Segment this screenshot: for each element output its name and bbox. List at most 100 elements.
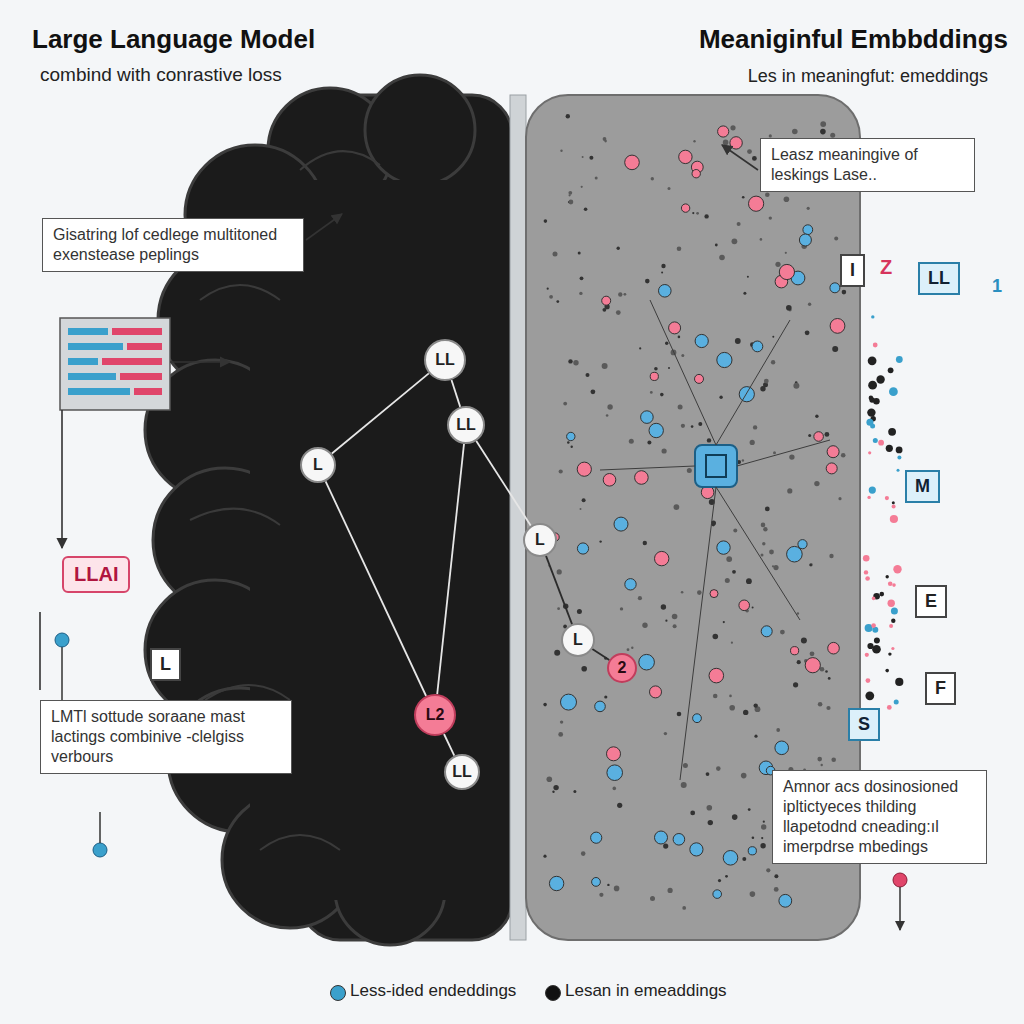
embedding-dot <box>826 706 830 710</box>
spray-dot <box>865 576 870 581</box>
legend-text: Less-ided endeddings <box>350 981 516 1001</box>
embedding-dot <box>726 556 732 562</box>
embedding-dot <box>560 150 562 152</box>
embedding-dot <box>614 886 620 892</box>
embedding-dot <box>827 446 839 458</box>
spray-dot <box>888 582 893 587</box>
embedding-dot <box>748 847 756 855</box>
embedding-dot <box>779 894 792 907</box>
bars-panel <box>60 318 170 410</box>
embedding-dot <box>747 149 752 154</box>
embedding-dot <box>602 363 608 369</box>
embedding-dot <box>732 238 738 244</box>
embedding-dot <box>725 578 730 583</box>
spray-dot <box>864 570 868 574</box>
embedding-dot <box>655 831 668 844</box>
node-text: LMTl sottude soraane mast lactings combi… <box>51 707 281 767</box>
embedding-dot <box>581 666 587 672</box>
embedding-dot <box>739 387 754 402</box>
embedding-dot <box>838 497 841 500</box>
embedding-dot <box>817 757 822 762</box>
embedding-dot <box>760 386 765 391</box>
embedding-dot <box>810 651 815 656</box>
embedding-dot <box>618 292 622 296</box>
embedding-dot <box>761 554 764 557</box>
embedding-dot <box>742 857 746 861</box>
embedding-dot <box>582 498 586 502</box>
embedding-dot <box>809 564 812 567</box>
embedding-dot <box>808 434 811 437</box>
embedding-dot <box>808 303 811 306</box>
embedding-dot <box>764 379 769 384</box>
embedding-dot <box>683 763 688 768</box>
embedding-dot <box>793 682 798 687</box>
spray-dot <box>886 445 893 452</box>
embedding-dot <box>739 600 750 611</box>
node-text: S <box>858 714 870 735</box>
embedding-dot <box>696 212 699 215</box>
embedding-dot <box>752 156 757 161</box>
spray-dot <box>885 669 889 673</box>
embedding-dot <box>766 868 770 872</box>
embedding-dot <box>582 156 584 158</box>
embedding-dot <box>649 423 663 437</box>
embedding-dot <box>792 129 798 135</box>
diagram-title: Large Language Model <box>32 24 315 55</box>
embedding-dot <box>743 292 746 295</box>
spray-dot <box>873 438 878 443</box>
spray-dot <box>885 496 889 500</box>
embedding-dot <box>776 728 780 732</box>
embedding-dot <box>584 207 588 211</box>
spray-dot <box>897 469 900 472</box>
node-text: M <box>915 476 930 497</box>
embedding-dot <box>752 837 755 840</box>
token-box: M <box>905 470 940 503</box>
spray-dot <box>863 555 870 562</box>
token-box: LL <box>918 262 960 295</box>
spray-dot <box>880 592 885 597</box>
embedding-dot <box>719 396 722 399</box>
embedding-dot <box>581 851 586 856</box>
embedding-dot <box>772 336 774 338</box>
embedding-dot <box>592 878 601 887</box>
embedding-dot <box>761 837 763 839</box>
embedding-dot <box>698 422 702 426</box>
embedding-dot <box>566 114 570 118</box>
center-icon-inner <box>706 455 726 477</box>
embedding-dot <box>677 712 682 717</box>
embedding-dot <box>681 204 689 212</box>
spray-dot <box>870 424 875 429</box>
embedding-dot <box>681 591 684 594</box>
center-icon <box>695 445 737 487</box>
embedding-dot <box>557 569 562 574</box>
spray-dot <box>888 428 896 436</box>
embedding-dot <box>784 196 790 202</box>
embedding-dot <box>543 855 546 858</box>
connector <box>437 444 464 694</box>
token-box: L <box>150 648 181 681</box>
embedding-dot <box>547 776 553 782</box>
embedding-dot <box>620 607 623 610</box>
legend-text: Lesan in emeaddings <box>565 981 727 1001</box>
embedding-dot <box>607 404 612 409</box>
node-text: E <box>925 591 937 612</box>
embedding-dot <box>731 642 733 644</box>
embedding-dot <box>663 844 668 849</box>
embedding-dot <box>829 554 833 558</box>
embedding-dot <box>553 252 558 257</box>
node-text: L2 <box>426 706 445 724</box>
embedding-dot <box>737 222 741 226</box>
connector <box>332 373 429 453</box>
embedding-dot <box>559 469 563 473</box>
spray-dot <box>865 653 869 657</box>
embedding-dot <box>586 373 590 377</box>
embedding-dot <box>760 238 763 241</box>
embedding-dot <box>761 523 766 528</box>
embedding-dot <box>690 811 695 816</box>
spray-dot <box>891 647 894 650</box>
spray-dot <box>873 343 878 348</box>
embedding-dot <box>761 824 766 829</box>
embedding-dot <box>577 543 588 554</box>
embedding-dot <box>581 186 583 188</box>
embedding-dot <box>742 196 745 199</box>
